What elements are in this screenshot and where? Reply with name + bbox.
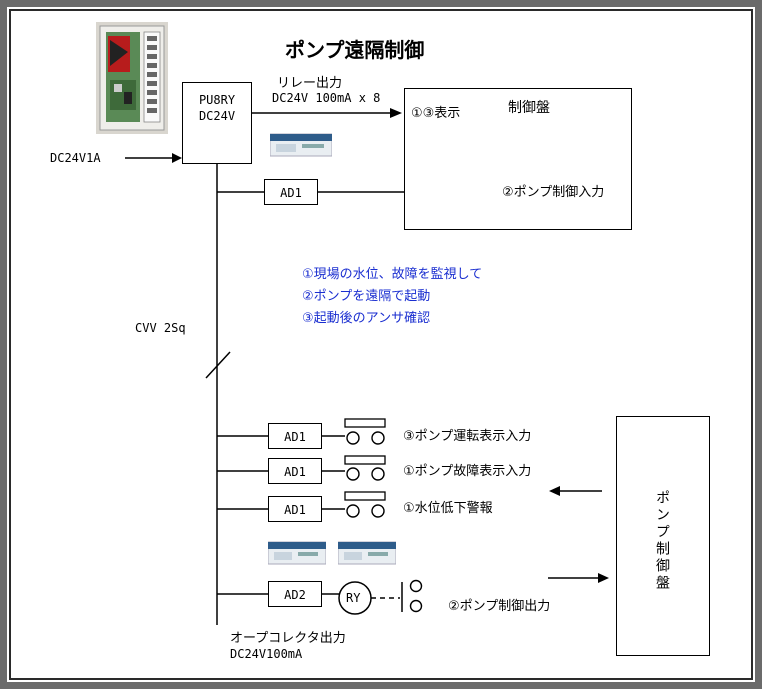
pump-control-panel — [616, 416, 710, 656]
note-1: ①現場の水位、故障を監視して — [302, 267, 483, 282]
pu8ry-unit: PU8RY DC24V — [182, 82, 252, 164]
open-collector-spec: DC24V100mA — [230, 647, 303, 661]
note-2: ②ポンプを遠隔で起動 — [302, 289, 431, 304]
ad1-input-1-label: AD1 — [284, 430, 306, 444]
control-panel-label: 制御盤 — [508, 100, 550, 116]
ad1-input-2: AD1 — [268, 458, 322, 484]
diagram-area — [9, 9, 753, 680]
control-panel-top — [404, 88, 632, 230]
unit-model: PU8RY — [198, 93, 236, 107]
diagram-title: ポンプ遠隔制御 — [285, 38, 425, 62]
output-label: ②ポンプ制御出力 — [448, 599, 551, 614]
cable-label: CVV 2Sq — [135, 321, 186, 335]
note-3: ③起動後のアンサ確認 — [302, 311, 431, 326]
ad1-top: AD1 — [264, 179, 318, 205]
ad1-input-1: AD1 — [268, 423, 322, 449]
input-1-label: ③ポンプ運転表示入力 — [403, 429, 532, 444]
input-2-label: ①ポンプ故障表示入力 — [403, 464, 532, 479]
ad1-top-label: AD1 — [280, 186, 302, 200]
power-input-label: DC24V1A — [50, 151, 101, 165]
display-label: ①③表示 — [411, 106, 461, 121]
ad1-module-photo-2 — [338, 536, 396, 570]
input-3-label: ①水位低下警報 — [403, 501, 493, 516]
relay-output-label: リレー出力 — [277, 76, 343, 91]
unit-voltage: DC24V — [198, 109, 236, 123]
ad1-input-3-label: AD1 — [284, 503, 306, 517]
pump-control-panel-label: ポンプ制御盤 — [654, 490, 670, 592]
ad1-input-3: AD1 — [268, 496, 322, 522]
ad1-input-2-label: AD1 — [284, 465, 306, 479]
relay-coil-label: RY — [346, 591, 361, 605]
control-input-label: ②ポンプ制御入力 — [502, 185, 605, 200]
open-collector-label: オープコレクタ出力 — [230, 631, 346, 646]
ad2-output: AD2 — [268, 581, 322, 607]
ad2-output-label: AD2 — [284, 588, 306, 602]
ad1-module-photo — [270, 128, 332, 162]
ad2-module-photo — [268, 536, 326, 570]
pu8ry-unit-photo — [96, 22, 168, 134]
relay-output-spec: DC24V 100mA x 8 — [272, 91, 381, 105]
